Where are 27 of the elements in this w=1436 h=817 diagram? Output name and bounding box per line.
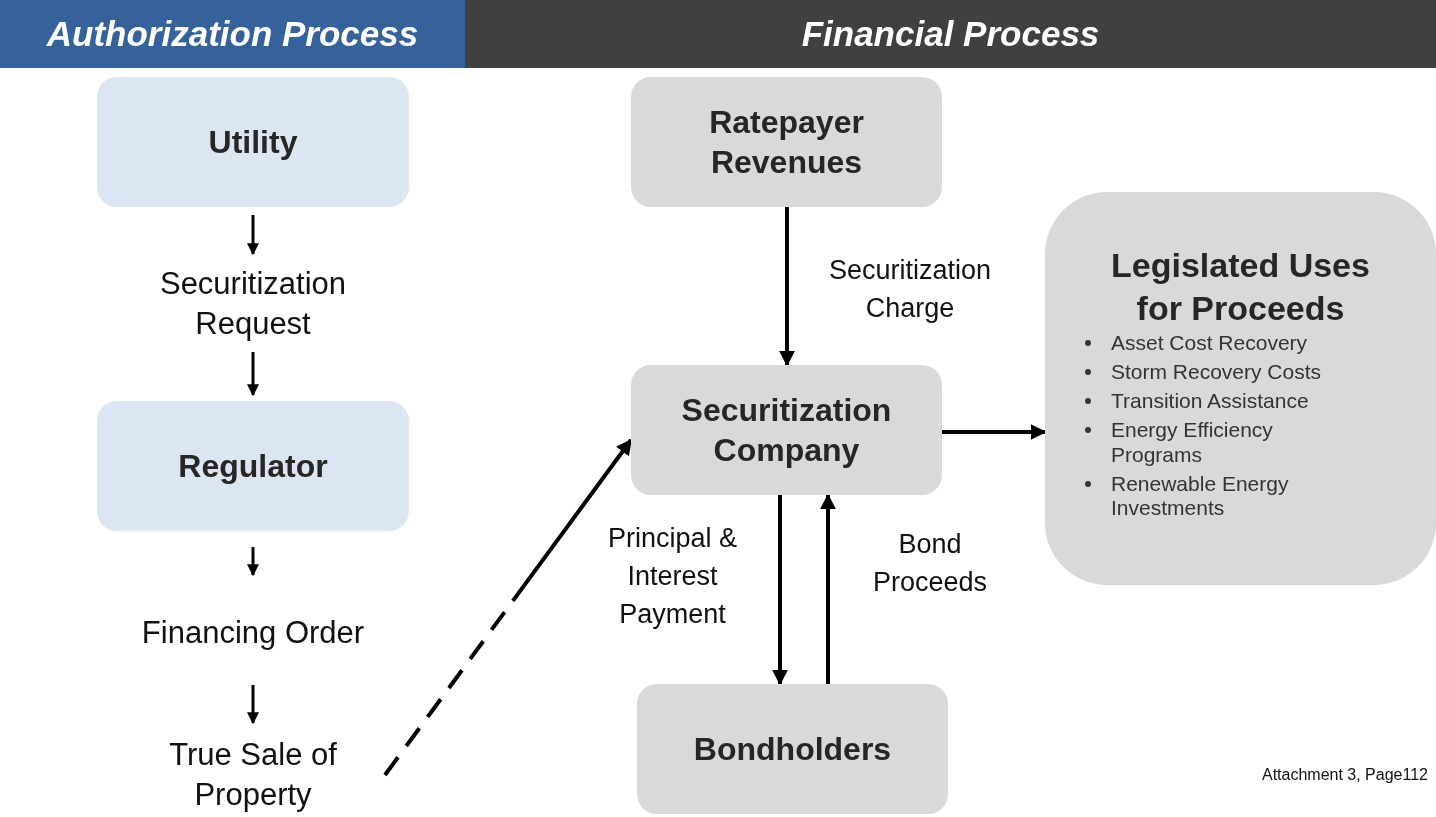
list-item: Storm Recovery Costs bbox=[1111, 360, 1323, 385]
process-box: Securitization Company bbox=[631, 365, 942, 495]
list-item: Energy Efficiency Programs bbox=[1111, 418, 1274, 467]
page-note: Attachment 3, Page112 bbox=[1261, 766, 1428, 784]
process-box: Regulator bbox=[97, 401, 409, 531]
arrow bbox=[820, 493, 836, 684]
list-item: Transition Assistance bbox=[1111, 389, 1310, 414]
panel-heading: Legislated Uses for Proceeds bbox=[1110, 245, 1371, 329]
step-label: True Sale of Property bbox=[121, 733, 385, 817]
step-label: Securitization Request bbox=[121, 262, 385, 346]
process-box: Utility bbox=[97, 77, 409, 207]
dashed-arrow bbox=[383, 438, 633, 777]
section-header: Financial Process bbox=[465, 0, 1436, 68]
arrow bbox=[247, 352, 259, 397]
arrow bbox=[247, 685, 259, 725]
section-header: Authorization Process bbox=[0, 0, 465, 68]
arrow bbox=[247, 215, 259, 256]
list-item: Renewable Energy Investments bbox=[1111, 471, 1290, 520]
arrow bbox=[942, 424, 1047, 440]
arrow bbox=[247, 547, 259, 577]
info-panel bbox=[1045, 192, 1436, 585]
arrow bbox=[772, 495, 788, 686]
list-item: Asset Cost Recovery bbox=[1111, 331, 1309, 356]
step-label: Financing Order bbox=[121, 591, 385, 675]
process-box: Bondholders bbox=[637, 684, 948, 814]
arrow bbox=[779, 207, 795, 367]
process-box: Ratepayer Revenues bbox=[631, 77, 942, 207]
